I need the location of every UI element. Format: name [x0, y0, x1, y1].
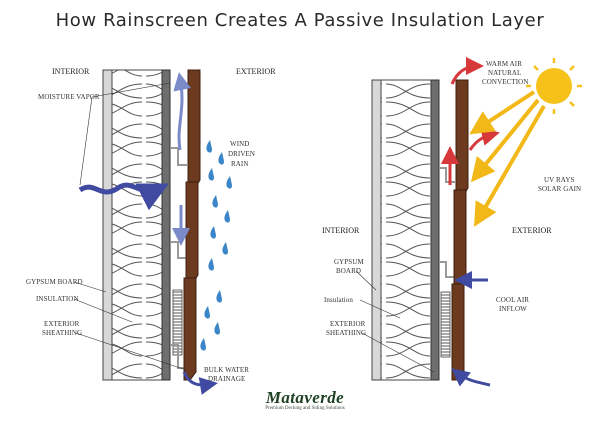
left-gypsum-leader — [73, 281, 107, 293]
right-furring — [440, 291, 451, 358]
right-sheathing-line-2: SHEATHING — [326, 329, 366, 337]
rain-drop — [226, 176, 232, 189]
left-insulation-leader — [73, 298, 133, 323]
rain-drop — [208, 258, 214, 271]
left-interior-label: INTERIOR — [52, 67, 90, 76]
bulk-water-line-2: DRAINAGE — [208, 375, 245, 383]
right-sheathing-line-1: EXTERIOR — [330, 320, 366, 328]
moisture-vapor-arrow — [78, 182, 169, 211]
uv-rays-line-1: UV RAYS — [544, 176, 574, 184]
warm-air-line-2: NATURAL — [488, 69, 521, 77]
cool-air-line-1: COOL AIR — [496, 296, 529, 304]
right-exterior-label: EXTERIOR — [512, 226, 552, 235]
uv-ray-arrow-2 — [470, 98, 540, 183]
left-exterior-label: EXTERIOR — [236, 67, 276, 76]
rain-drop — [216, 290, 222, 303]
left-sheathing-line-2: SHEATHING — [42, 329, 82, 337]
right-gypsum-line-1: GYPSUM — [334, 258, 364, 266]
left-insulation — [111, 69, 163, 381]
warm-air-line-3: CONVECTION — [482, 78, 529, 86]
left-sheathing — [161, 69, 171, 381]
left-sheathing-line-1: EXTERIOR — [44, 320, 80, 328]
moisture-vapor-leader-2 — [79, 96, 93, 186]
warm-air-out-arrow — [450, 57, 484, 85]
left-gypsum-label: GYPSUM BOARD — [26, 278, 83, 286]
right-insulation-leader — [359, 299, 401, 319]
right-gypsum-board — [371, 79, 382, 381]
drainage-arrow — [182, 371, 218, 395]
right-sheathing-leader — [361, 332, 435, 373]
vapor-rise-arrow — [173, 72, 192, 151]
left-sheathing-leader — [75, 332, 187, 371]
right-siding-1 — [455, 79, 469, 199]
right-gypsum-leader — [355, 270, 377, 291]
rain-drop — [214, 322, 220, 335]
right-wall-section — [371, 57, 500, 387]
left-insulation-label: INSULATION — [36, 295, 79, 303]
page-title: How Rainscreen Creates A Passive Insulat… — [55, 10, 545, 31]
mataverde-logo: Mataverde Premium Decking and Siding Sol… — [240, 388, 370, 411]
warm-air-line-1: WARM AIR — [486, 60, 522, 68]
rain-drop — [218, 152, 224, 165]
moisture-vapor-label: MOISTURE VAPOR — [38, 93, 100, 101]
uv-ray-arrow-1 — [469, 90, 536, 135]
left-clip-1 — [170, 147, 187, 166]
uv-rays-line-2: SOLAR GAIN — [538, 185, 581, 193]
left-gypsum-board — [102, 69, 113, 381]
left-wall-section — [78, 69, 218, 395]
right-siding-3 — [451, 283, 465, 381]
moisture-vapor-leader — [91, 82, 171, 98]
uv-ray-arrow-3 — [473, 104, 546, 227]
wind-driven-rain-line-1: WIND — [230, 140, 249, 148]
rain-drops — [200, 140, 232, 351]
rain-drop — [208, 168, 214, 181]
right-gypsum-line-2: BOARD — [336, 267, 361, 275]
right-sheathing — [430, 79, 440, 381]
rain-drop — [200, 338, 206, 351]
left-clip-2 — [170, 241, 187, 259]
right-clip-2 — [439, 261, 455, 278]
rain-drop — [222, 242, 228, 255]
rain-drop — [224, 210, 230, 223]
rain-drop — [204, 306, 210, 319]
rain-drop — [212, 195, 218, 208]
right-insulation — [380, 79, 432, 381]
cool-air-line-2: INFLOW — [499, 305, 527, 313]
wind-driven-rain-line-3: RAIN — [231, 160, 249, 168]
left-siding-3 — [183, 277, 197, 381]
wind-driven-rain-line-2: DRIVEN — [228, 150, 255, 158]
bulk-water-line-1: BULK WATER — [204, 366, 249, 374]
right-insulation-label: Insulation — [324, 296, 353, 304]
warm-air-out-arrow-2 — [468, 128, 500, 151]
cool-air-bottom-arrow — [451, 368, 491, 387]
rain-drop — [206, 140, 212, 153]
left-siding-1 — [187, 69, 201, 191]
right-clip-1 — [439, 167, 455, 183]
right-siding-2 — [453, 189, 467, 293]
right-interior-label: INTERIOR — [322, 226, 360, 235]
logo-tagline: Premium Decking and Siding Solutions — [265, 406, 345, 411]
logo-name: Mataverde — [265, 388, 345, 407]
left-siding-2 — [185, 181, 199, 286]
rain-drop — [210, 226, 216, 239]
